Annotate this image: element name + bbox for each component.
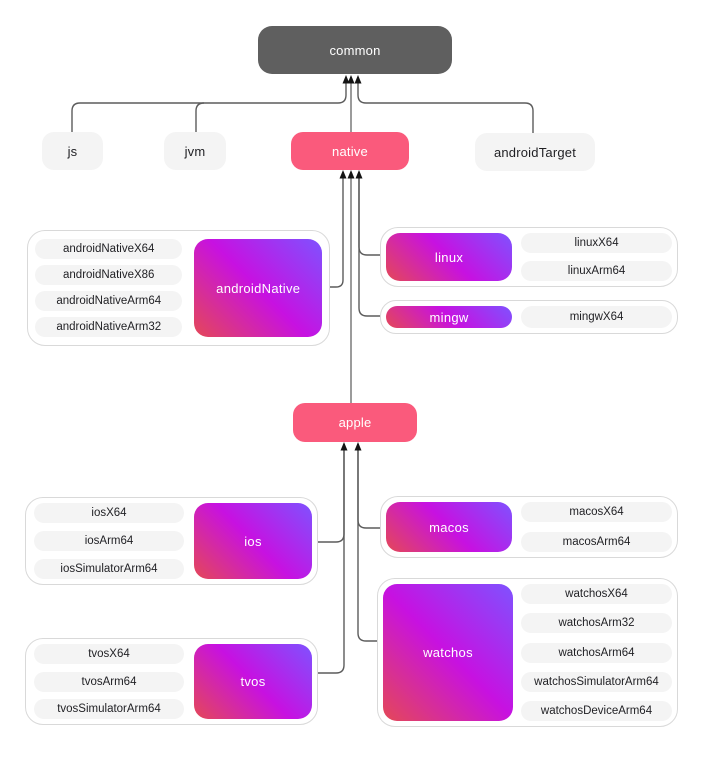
target-pill: iosX64 [34, 503, 184, 523]
group-linux: linux linuxX64 linuxArm64 [380, 227, 678, 287]
target-pill: watchosDeviceArm64 [521, 701, 672, 721]
target-pill-list: tvosX64 tvosArm64 tvosSimulatorArm64 [34, 644, 184, 719]
group-watchos: watchos watchosX64 watchosArm32 watchosA… [377, 578, 678, 727]
target-pill: watchosSimulatorArm64 [521, 671, 672, 692]
arrowhead [354, 75, 362, 84]
target-pill-list: mingwX64 [521, 306, 672, 328]
node-jvm: jvm [164, 132, 226, 170]
arrowhead [342, 75, 350, 84]
target-pill: linuxX64 [521, 233, 672, 253]
target-pill: tvosSimulatorArm64 [34, 699, 184, 719]
target-pill-list: androidNativeX64 androidNativeX86 androi… [35, 239, 183, 337]
node-mingw: mingw [386, 306, 513, 328]
edge-androidnative-native [330, 172, 344, 288]
target-pill: iosArm64 [34, 531, 184, 551]
arrowhead [354, 442, 362, 451]
edge-linux-native [358, 172, 380, 256]
group-ios: iosX64 iosArm64 iosSimulatorArm64 ios [25, 497, 318, 585]
target-pill: tvosX64 [34, 644, 184, 664]
target-pill: watchosX64 [521, 584, 672, 604]
node-macos: macos [386, 502, 513, 552]
node-ios: ios [194, 503, 312, 579]
target-pill: macosArm64 [521, 532, 672, 552]
edge-mingw-native [358, 172, 380, 317]
target-pill: androidNativeArm32 [35, 317, 183, 337]
target-pill: androidNativeArm64 [35, 291, 183, 311]
group-tvos: tvosX64 tvosArm64 tvosSimulatorArm64 tvo… [25, 638, 318, 725]
target-pill-list: macosX64 macosArm64 [521, 502, 672, 552]
edge-tvos-apple [318, 444, 345, 674]
node-watchos: watchos [383, 584, 513, 721]
group-android-native: androidNativeX64 androidNativeX86 androi… [27, 230, 330, 346]
node-js: js [42, 132, 103, 170]
target-pill: linuxArm64 [521, 261, 672, 281]
group-mingw: mingw mingwX64 [380, 300, 678, 334]
node-common: common [258, 26, 452, 74]
node-apple: apple [293, 403, 417, 442]
target-pill: iosSimulatorArm64 [34, 559, 184, 579]
edge-ios-apple [318, 444, 345, 543]
edge-androidtarget-common [357, 77, 534, 133]
target-pill: mingwX64 [521, 306, 672, 328]
node-android-target: androidTarget [475, 133, 595, 171]
target-pill: tvosArm64 [34, 671, 184, 692]
target-pill: macosX64 [521, 502, 672, 522]
edge-watchos-apple [357, 444, 377, 642]
edge-macos-apple [357, 444, 380, 529]
arrowhead [355, 170, 363, 179]
target-pill: androidNativeX64 [35, 239, 183, 259]
arrowhead [339, 170, 347, 179]
node-linux: linux [386, 233, 513, 281]
node-tvos: tvos [194, 644, 312, 719]
target-pill-list: iosX64 iosArm64 iosSimulatorArm64 [34, 503, 184, 579]
node-android-native: androidNative [194, 239, 322, 337]
target-pill-list: watchosX64 watchosArm32 watchosArm64 wat… [521, 584, 672, 721]
arrowhead [347, 170, 355, 179]
arrowhead [340, 442, 348, 451]
target-pill-list: linuxX64 linuxArm64 [521, 233, 672, 281]
target-pill: watchosArm64 [521, 642, 672, 663]
edge-jvm-common [195, 102, 205, 132]
target-pill: watchosArm32 [521, 613, 672, 634]
node-native: native [291, 132, 409, 170]
edge-js-common [71, 77, 347, 132]
target-pill: androidNativeX86 [35, 265, 183, 285]
arrowhead [347, 75, 355, 84]
group-macos: macos macosX64 macosArm64 [380, 496, 678, 558]
